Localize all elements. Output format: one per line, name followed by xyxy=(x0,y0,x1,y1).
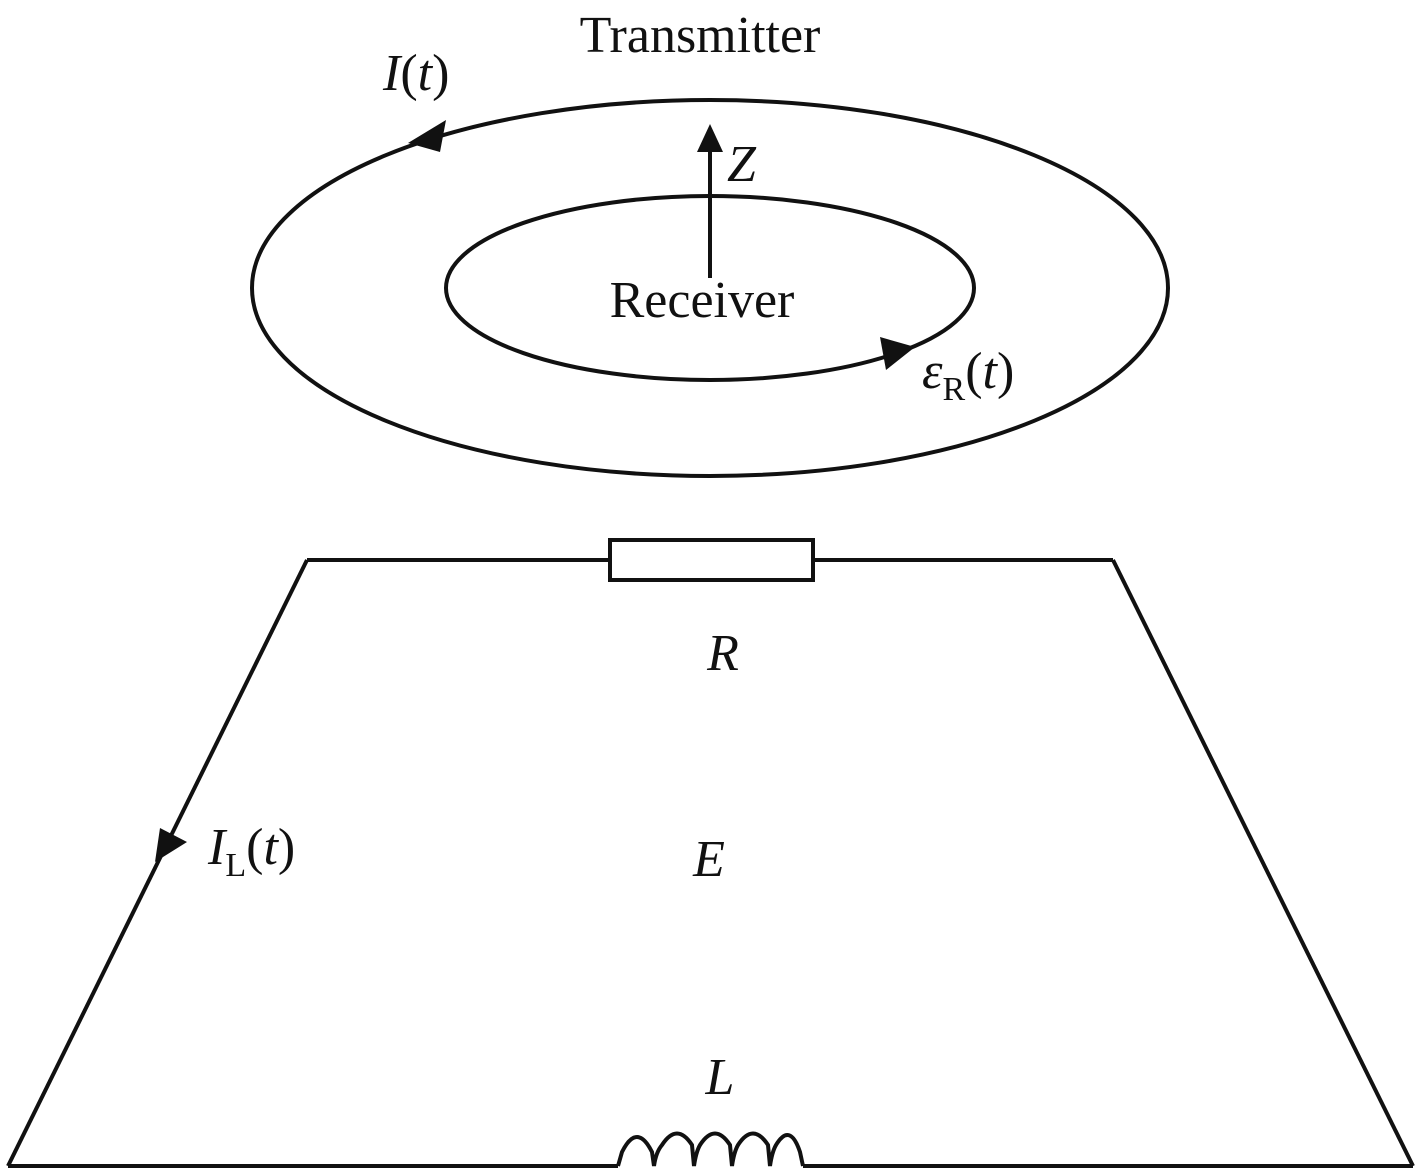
z-axis-arrowhead xyxy=(697,124,723,152)
z-axis-label: Z xyxy=(727,136,757,193)
transmitter-current-label: I(t) xyxy=(382,45,449,102)
resistor-symbol xyxy=(608,538,815,582)
transmitter-label: Transmitter xyxy=(580,7,821,64)
receiver-label: Receiver xyxy=(610,272,795,329)
loop-current-arrow xyxy=(155,828,187,862)
inductor-label: L xyxy=(705,1049,735,1106)
receiver-emf-label: εR(t) xyxy=(922,343,1014,408)
emf-source-label: E xyxy=(692,831,725,888)
receiver-emf-arrow xyxy=(880,337,915,370)
transmitter-loop xyxy=(250,98,1170,478)
inductor-coil xyxy=(616,1131,805,1167)
loop-current-label: IL(t) xyxy=(207,819,295,884)
resistor-label: R xyxy=(706,625,739,682)
circuit-wire-right xyxy=(1111,559,1415,1167)
transmitter-current-arrow xyxy=(408,120,446,152)
circuit-wire-left xyxy=(6,559,309,1167)
